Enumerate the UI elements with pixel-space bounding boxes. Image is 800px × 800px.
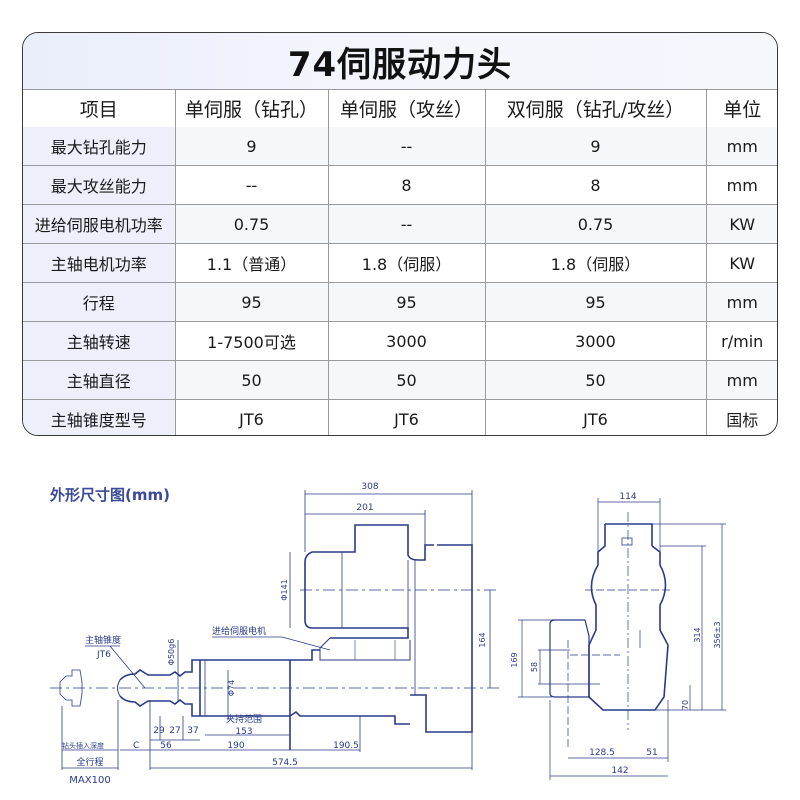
dim-164: 164 bbox=[478, 632, 487, 647]
dim-308: 308 bbox=[361, 482, 378, 492]
dimension-drawing: 外形尺寸图(mm) bbox=[0, 440, 800, 800]
cell-single-tap: 1.8（伺服） bbox=[328, 243, 486, 283]
dim-190-5: 190.5 bbox=[333, 741, 359, 751]
cell-single-tap: 8 bbox=[328, 165, 486, 205]
header-single-tap: 单伺服（攻丝） bbox=[328, 90, 486, 127]
cell-dual: 95 bbox=[485, 282, 707, 322]
table-row: 最大钻孔能力 9 -- 9 mm bbox=[23, 127, 777, 166]
cell-single-tap: -- bbox=[328, 204, 486, 244]
cell-unit: 国标 bbox=[726, 411, 759, 430]
dim-190: 190 bbox=[227, 741, 244, 751]
cell-single-drill: 1.1（普通） bbox=[175, 243, 329, 283]
cell-dual: 9 bbox=[485, 127, 707, 166]
dim-142: 142 bbox=[611, 766, 628, 776]
cell-dual: 1.8（伺服） bbox=[485, 243, 707, 283]
cell-single-drill: 0.75 bbox=[175, 204, 329, 244]
row-label: 进给伺服电机功率 bbox=[23, 204, 176, 244]
cell-single-tap: -- bbox=[328, 127, 486, 166]
label-spindle-taper-model: JT6 bbox=[96, 650, 111, 660]
row-label: 主轴电机功率 bbox=[23, 243, 176, 283]
dim-314: 314 bbox=[693, 627, 702, 642]
cell-single-drill: -- bbox=[175, 165, 329, 205]
cell-single-tap: 3000 bbox=[328, 321, 486, 361]
row-label: 主轴锥度型号 bbox=[23, 399, 176, 435]
table-row: 最大攻丝能力 -- 8 8 mm bbox=[23, 165, 777, 205]
row-label: 最大攻丝能力 bbox=[23, 165, 176, 205]
row-label: 主轴直径 bbox=[23, 360, 176, 400]
cell-dual: 50 bbox=[485, 360, 707, 400]
cell-unit: r/min bbox=[706, 321, 777, 361]
technical-drawing: 308 201 Φ141 164 进给伺服电机 主轴锥度 JT6 Φ50g6 Φ… bbox=[50, 482, 726, 786]
dim-spindle-dia: Φ50g6 bbox=[167, 639, 176, 666]
cell-single-tap: 95 bbox=[328, 282, 486, 322]
label-spindle-taper: 主轴锥度 bbox=[85, 634, 121, 646]
header-row: 项目 单伺服（钻孔） 单伺服（攻丝） 双伺服（钻孔/攻丝） 单位 bbox=[23, 90, 777, 127]
dim-58: 58 bbox=[530, 662, 539, 672]
label-drill-insert-depth: 钻头插入深度 bbox=[62, 741, 104, 750]
dim-motor-dia: Φ141 bbox=[280, 579, 289, 601]
cell-dual: 0.75 bbox=[485, 204, 707, 244]
header-unit: 单位 bbox=[723, 99, 762, 121]
cell-single-drill: 50 bbox=[175, 360, 329, 400]
label-full-stroke: 全行程 bbox=[76, 756, 103, 768]
table-row: 主轴转速 1-7500可选 3000 3000 r/min bbox=[23, 321, 777, 361]
row-label: 行程 bbox=[23, 282, 176, 322]
side-view bbox=[50, 490, 500, 770]
cell-unit: KW bbox=[706, 243, 777, 283]
label-clamp-range: 夹持范围 bbox=[226, 713, 262, 725]
cell-single-drill: JT6 bbox=[175, 399, 329, 435]
cell-dual: JT6 bbox=[485, 399, 707, 435]
header-item: 项目 bbox=[23, 90, 176, 127]
cell-single-drill: 9 bbox=[175, 127, 329, 166]
dim-128-5: 128.5 bbox=[589, 748, 615, 758]
label-max-stroke: MAX100 bbox=[69, 775, 110, 786]
dim-169: 169 bbox=[510, 652, 519, 667]
cell-single-drill: 95 bbox=[175, 282, 329, 322]
cell-unit: mm bbox=[706, 127, 777, 166]
table-row: 主轴电机功率 1.1（普通） 1.8（伺服） 1.8（伺服） KW bbox=[23, 243, 777, 283]
label-feed-servo-motor: 进给伺服电机 bbox=[212, 625, 266, 637]
dim-153: 153 bbox=[235, 727, 252, 737]
dim-body-dia: Φ74 bbox=[227, 680, 236, 696]
row-label: 最大钻孔能力 bbox=[23, 127, 176, 166]
cell-unit: mm bbox=[706, 282, 777, 322]
header-dual: 双伺服（钻孔/攻丝） bbox=[485, 90, 707, 127]
end-view bbox=[518, 498, 726, 780]
dim-51: 51 bbox=[646, 748, 657, 758]
dim-356: 356±3 bbox=[713, 621, 722, 648]
end-view-labels: 114 314 356±3 169 58 70 128.5 51 142 bbox=[510, 492, 722, 776]
cell-unit: mm bbox=[706, 360, 777, 400]
cell-dual: 3000 bbox=[485, 321, 707, 361]
dim-574-5: 574.5 bbox=[272, 758, 298, 768]
dim-70: 70 bbox=[681, 700, 690, 710]
dim-37: 37 bbox=[187, 726, 198, 736]
dim-114: 114 bbox=[619, 492, 636, 502]
spec-grid: 项目 单伺服（钻孔） 单伺服（攻丝） 双伺服（钻孔/攻丝） 单位 最大钻孔能力 … bbox=[23, 90, 777, 435]
dim-201: 201 bbox=[356, 503, 373, 513]
dim-27: 27 bbox=[169, 726, 180, 736]
page-title: 74伺服动力头 bbox=[287, 44, 513, 85]
dim-56: 56 bbox=[160, 741, 172, 751]
cell-dual: 8 bbox=[485, 165, 707, 205]
cell-single-tap: JT6 bbox=[328, 399, 486, 435]
side-view-labels: 308 201 Φ141 164 进给伺服电机 主轴锥度 JT6 Φ50g6 Φ… bbox=[62, 482, 487, 786]
cell-unit: KW bbox=[706, 204, 777, 244]
table-row: 进给伺服电机功率 0.75 -- 0.75 KW bbox=[23, 204, 777, 244]
cell-single-drill: 1-7500可选 bbox=[175, 321, 329, 361]
cell-single-tap: 50 bbox=[328, 360, 486, 400]
row-label: 主轴转速 bbox=[23, 321, 176, 361]
title-row: 74伺服动力头 bbox=[23, 33, 777, 90]
table-row: 行程 95 95 95 mm bbox=[23, 282, 777, 322]
spec-table: 74伺服动力头 项目 单伺服（钻孔） 单伺服（攻丝） 双伺服（钻孔/攻丝） 单位… bbox=[22, 32, 778, 436]
cell-unit: mm bbox=[706, 165, 777, 205]
dim-29: 29 bbox=[153, 726, 165, 736]
header-single-drill: 单伺服（钻孔） bbox=[175, 90, 329, 127]
drawing-title: 外形尺寸图(mm) bbox=[50, 486, 170, 504]
label-c: C bbox=[133, 741, 139, 751]
table-row: 主轴直径 50 50 50 mm bbox=[23, 360, 777, 400]
table-row: 主轴锥度型号 JT6 JT6 JT6 国标 bbox=[23, 399, 777, 435]
